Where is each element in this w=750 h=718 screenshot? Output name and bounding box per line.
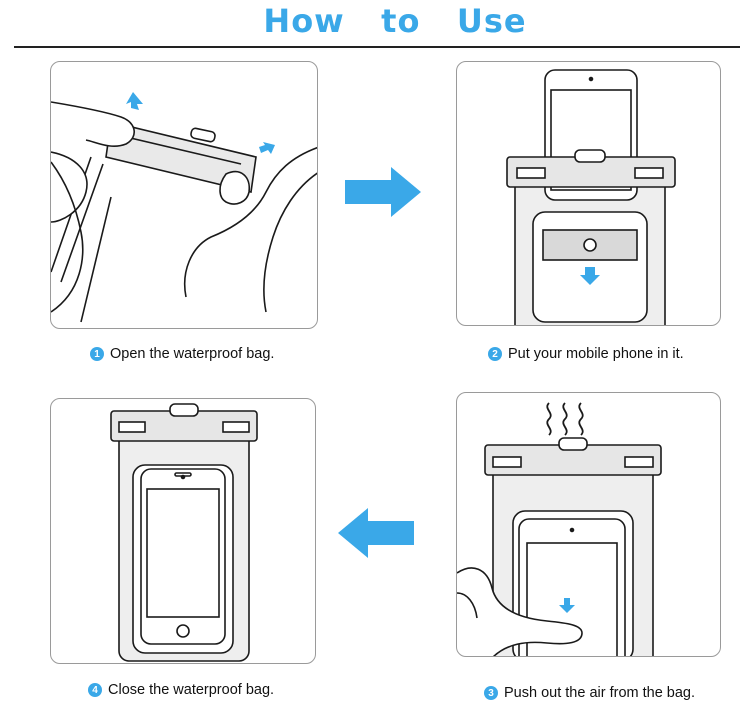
page-title: How to Use — [263, 2, 527, 40]
step-3-caption: 3 Push out the air from the bag. — [484, 685, 695, 701]
step-2-number: 2 — [488, 347, 502, 361]
right-arrow-icon — [345, 167, 421, 217]
step-3-number: 3 — [484, 686, 498, 700]
down-arrow-icon — [580, 267, 600, 285]
step-4-caption: 4 Close the waterproof bag. — [88, 682, 274, 698]
step-1-illustration — [50, 61, 318, 329]
step-1-number: 1 — [90, 347, 104, 361]
step-4-number: 4 — [88, 683, 102, 697]
step-2-caption: 2 Put your mobile phone in it. — [488, 346, 684, 362]
step-4-illustration — [50, 398, 316, 664]
step-3-illustration — [456, 392, 721, 657]
step-1-text: Open the waterproof bag. — [110, 346, 275, 362]
step-4-text: Close the waterproof bag. — [108, 682, 275, 698]
left-arrow-icon — [338, 508, 414, 558]
step-1-caption: 1 Open the waterproof bag. — [90, 346, 274, 362]
step-2-illustration — [456, 61, 721, 326]
step-3-text: Push out the air from the bag. — [504, 685, 696, 701]
up-arrow-icon — [559, 598, 575, 613]
step-2-text: Put your mobile phone in it. — [508, 346, 684, 362]
title-divider — [14, 46, 740, 48]
air-wave-icon — [546, 402, 584, 436]
